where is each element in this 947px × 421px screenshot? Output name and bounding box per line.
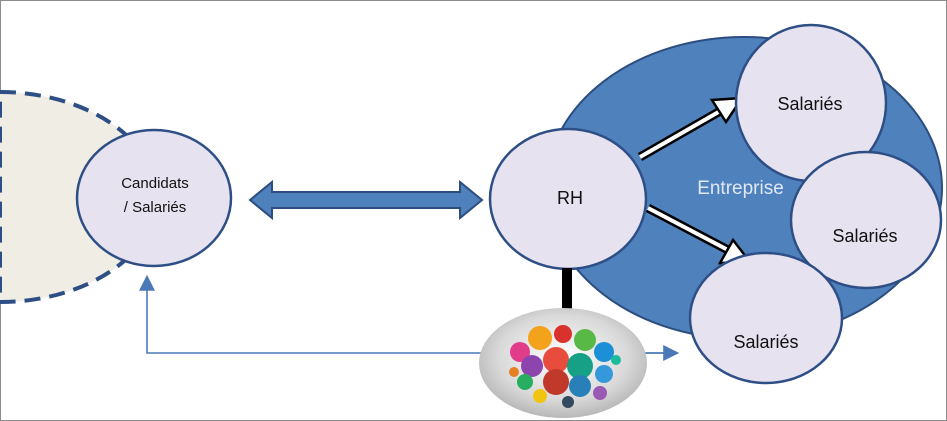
candidats-node <box>75 128 233 268</box>
salaries-node-right <box>789 150 943 290</box>
salaries-label-top: Salariés <box>777 94 843 114</box>
social-media-icons-cluster <box>479 308 647 418</box>
double-arrow <box>248 179 484 221</box>
arrow-rh-to-salaries-top <box>637 96 745 161</box>
entreprise-label: Entreprise <box>697 178 784 199</box>
candidats-label-line2: / Salariés <box>123 199 187 216</box>
candidats-label-line1: Candidats <box>121 175 189 192</box>
salaries-label-bottom: Salariés <box>733 332 799 352</box>
salaries-node-bottom <box>688 251 844 385</box>
candidats-label: Candidats / Salariés <box>95 172 215 220</box>
salaries-label-right: Salariés <box>832 226 898 246</box>
rh-label: RH <box>557 188 583 208</box>
